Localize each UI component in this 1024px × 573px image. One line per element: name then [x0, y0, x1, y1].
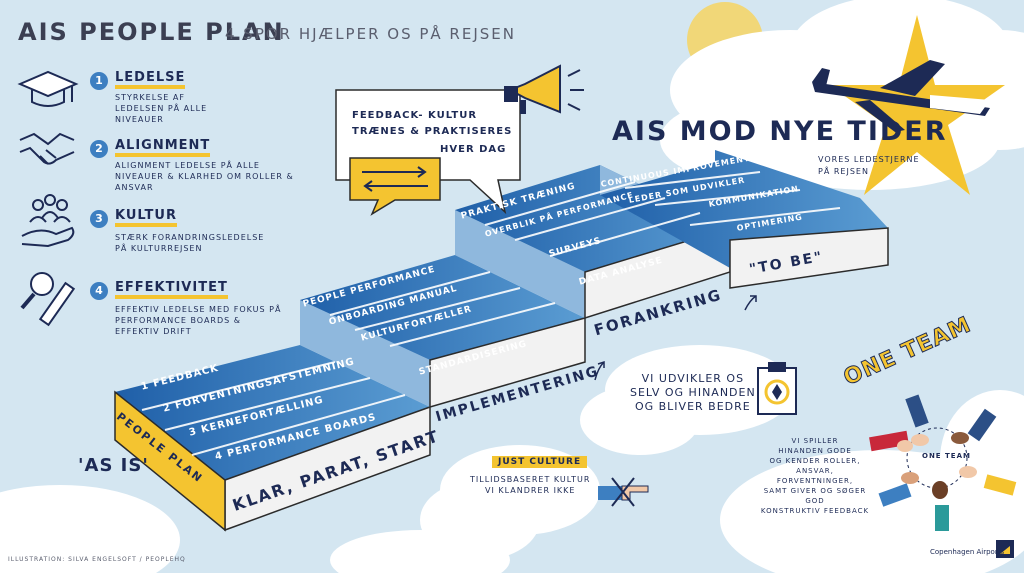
pillar-3-number: 3: [90, 210, 108, 228]
pillar-4-desc: EFFEKTIV LEDELSE MED FOKUS PÅ PERFORMANC…: [115, 305, 282, 336]
feedback-line-2: TRÆNES & PRAKTISERES: [352, 126, 513, 137]
people-hand-icon: [21, 194, 75, 248]
pillar-1-head: LEDELSE: [115, 70, 186, 89]
team-badge: ONE TEAM: [922, 452, 971, 460]
feedback-line-3: HVER DAG: [440, 144, 507, 155]
step2-riser-back: [300, 300, 430, 407]
step2-riser: [429, 317, 586, 408]
cloud-bottom: [0, 345, 1024, 573]
feedback-line-1: FEEDBACK- KULTUR: [352, 110, 478, 121]
team-hands-icon: [869, 394, 1017, 531]
credit-text: ILLUSTRATION: SILVA ENGELSOFT / PEOPLEHQ: [8, 556, 186, 563]
just-culture-tag: JUST CULTURE: [492, 456, 588, 468]
step3-riser-back: [455, 210, 585, 318]
page-title: AIS PEOPLE PLAN: [18, 18, 285, 46]
brand-name: Copenhagen Airports: [930, 548, 1005, 556]
pillar-4-head: EFFEKTIVITET: [115, 280, 228, 299]
staircase: [114, 150, 889, 532]
tread-lines: [141, 171, 841, 456]
step1-tread: [115, 345, 430, 480]
cloud-udvikler-text: VI UDVIKLER OS SELV OG HINANDEN OG BLIVE…: [630, 372, 756, 413]
swap-arrows-icon: [362, 166, 428, 192]
curved-arrows: [594, 295, 757, 381]
headline-sub: VORES LEDESTJERNE PÅ REJSEN: [818, 155, 920, 176]
airplane-icon: [812, 60, 990, 132]
handshake-icon: [19, 132, 75, 165]
pillar-1-number: 1: [90, 72, 108, 90]
pillar-2-number: 2: [90, 140, 108, 158]
headline: AIS MOD NYE TIDER: [612, 116, 948, 147]
megaphone-icon: [504, 64, 584, 114]
step1-side: [114, 390, 226, 532]
pillar-4-number: 4: [90, 282, 108, 300]
as-is-label: 'AS IS': [78, 455, 149, 476]
clipboard-icon: [757, 362, 797, 415]
pillar-1-desc: STYRKELSE AF LEDELSEN PÅ ALLE NIVEAUER: [115, 93, 208, 124]
pointing-hand-icon: [598, 477, 649, 507]
pillar-2-head: ALIGNMENT: [115, 138, 211, 157]
cloud-just-text: TILLIDSBASERET KULTUR VI KLANDRER IKKE: [470, 475, 591, 495]
pillar-2-desc: ALIGNMENT LEDELSE PÅ ALLE NIVEAUER & KLA…: [115, 161, 294, 192]
graduation-cap-icon: [17, 70, 79, 107]
feedback-speech-box: [335, 89, 521, 216]
pillar-3-head: KULTUR: [115, 208, 177, 227]
magnifier-ruler-icon: [20, 272, 76, 327]
pillar-3-desc: STÆRK FORANDRINGSLEDELSE PÅ KULTURREJSEN: [115, 233, 265, 253]
step4-riser: [729, 227, 889, 289]
page-subtitle: 4 SPOR HJÆLPER OS PÅ REJSEN: [225, 25, 516, 43]
one-team-text: VI SPILLER HINANDEN GODE OG KENDER ROLLE…: [760, 437, 870, 515]
